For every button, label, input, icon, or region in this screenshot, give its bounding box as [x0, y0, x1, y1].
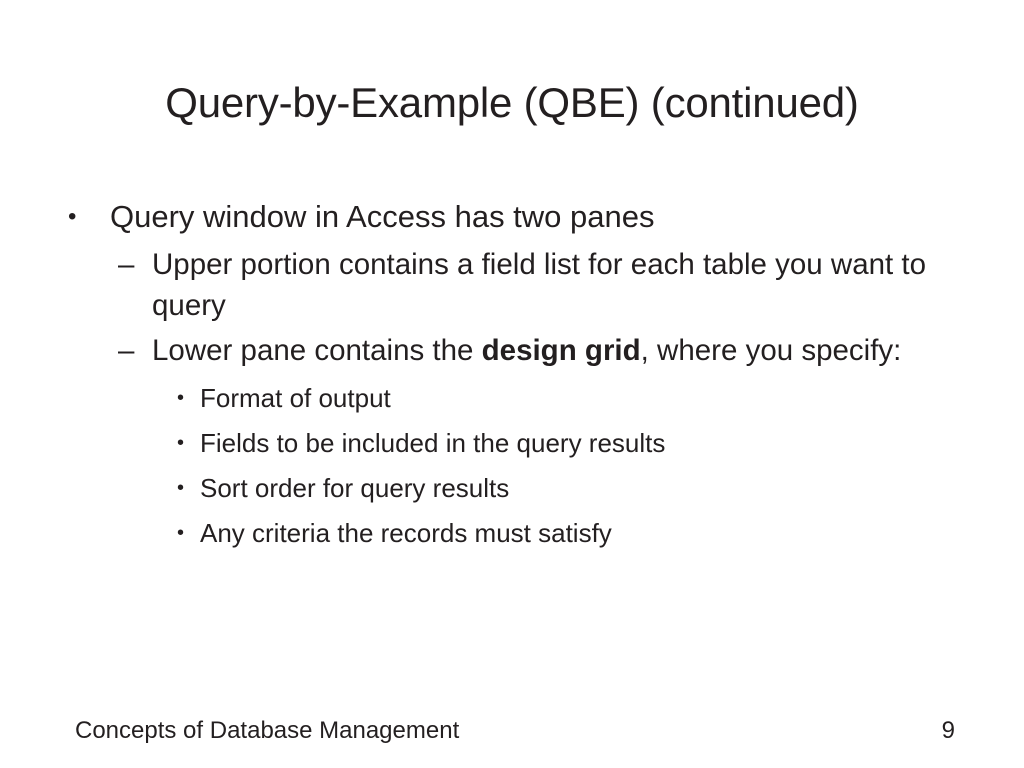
sub-bullet-list: • Format of output • Fields to be includ… [0, 376, 1024, 556]
list-item-label-emphasis: design grid [481, 334, 641, 367]
list-item-label: Sort order for query results [200, 473, 510, 503]
list-item-label: Format of output [200, 383, 391, 413]
list-item-level1: • Query window in Access has two panes [0, 196, 1024, 238]
bullet-dot-icon: • [177, 522, 185, 544]
page-title: Query-by-Example (QBE) (continued) [165, 79, 859, 126]
list-item-level3: • Format of output [0, 376, 1024, 421]
list-item-level2: – Upper portion contains a field list fo… [0, 244, 1024, 326]
bullet-dash-icon: – [118, 334, 135, 367]
bullet-dot-icon: • [68, 203, 77, 230]
list-item-level2: – Lower pane contains the design grid, w… [0, 330, 1024, 371]
footer-source-text: Concepts of Database Management [75, 717, 460, 744]
bullet-dash-icon: – [118, 248, 135, 281]
bullet-dot-icon: • [177, 477, 185, 499]
list-item-label-pre: Lower pane contains the [152, 334, 482, 367]
list-item-label-post: , where you specify: [640, 334, 902, 367]
list-item-level3: • Any criteria the records must satisfy [0, 511, 1024, 556]
list-item-label: Fields to be included in the query resul… [200, 428, 666, 458]
bullet-dot-icon: • [177, 387, 185, 409]
bullet-dot-icon: • [177, 432, 185, 454]
slide-page-number: 9 [941, 717, 955, 744]
list-item-level3: • Sort order for query results [0, 466, 1024, 511]
list-item-level3: • Fields to be included in the query res… [0, 421, 1024, 466]
list-item-label: Lower pane contains the design grid, whe… [152, 334, 901, 367]
list-item-label: Query window in Access has two panes [110, 199, 655, 234]
list-item-label: Any criteria the records must satisfy [200, 518, 612, 548]
bullet-list: • Query window in Access has two panes –… [0, 196, 1024, 556]
list-item-label: Upper portion contains a field list for … [152, 248, 927, 322]
